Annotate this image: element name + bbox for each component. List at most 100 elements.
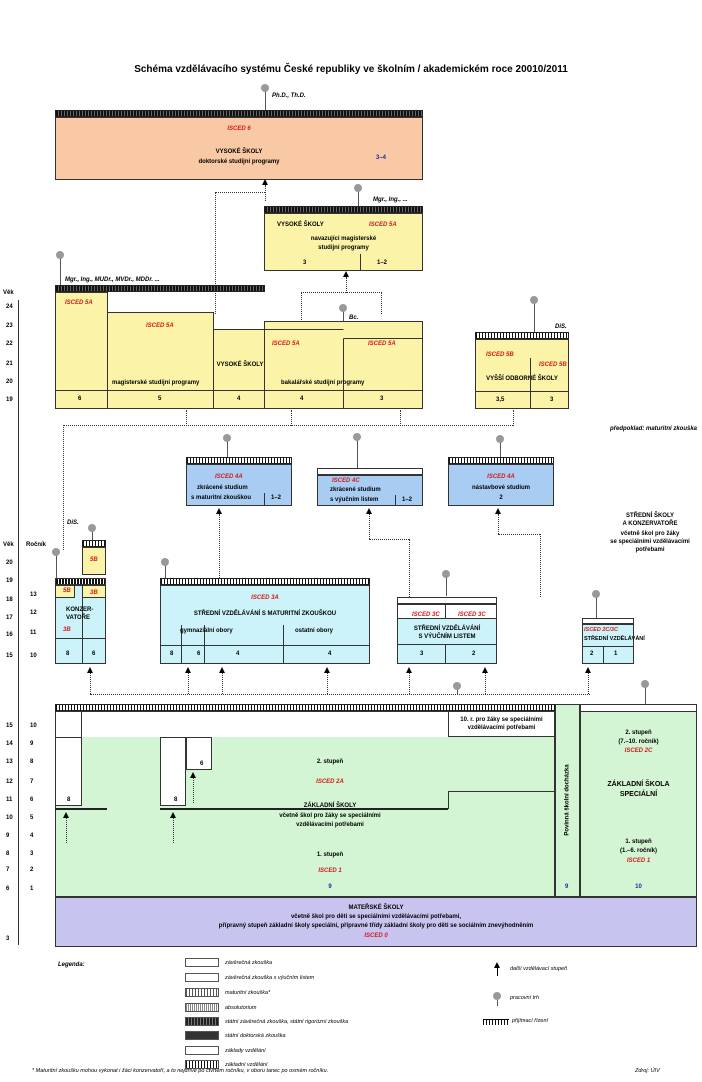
sp-isced1: ISCED 1 xyxy=(626,858,651,864)
zk-vl-isced: ISCED 4C xyxy=(332,478,360,484)
labour-market-pin xyxy=(500,439,501,457)
connector xyxy=(90,694,590,695)
konz-5b-a: 5B xyxy=(90,557,98,563)
maturitni-exam-bar xyxy=(160,578,370,585)
legend-swatch xyxy=(185,1003,219,1012)
connector xyxy=(381,292,382,314)
zkracene-vl-box: ISCED 4C zkrácené studium s výučním list… xyxy=(317,475,423,506)
ms-isced: ISCED 0 xyxy=(364,933,388,939)
nav-degree: Mgr., Ing., ... xyxy=(373,197,408,203)
zs-name: ZÁKLADNÍ ŠKOLY xyxy=(303,803,357,809)
uni-degree: Mgr., Ing., MUDr., MVDr., MDDr. ... xyxy=(65,277,160,283)
connector xyxy=(400,410,401,426)
age-tick: 3 xyxy=(6,936,10,942)
age-tick: 8 xyxy=(6,851,10,857)
axis-vek-mid: Věk xyxy=(3,542,14,548)
vos-box: ISCED 5B ISCED 5B VYŠŠÍ ODBORNÉ ŠKOLY 3,… xyxy=(475,339,569,409)
labour-market-icon xyxy=(223,434,231,442)
grade-tick: 7 xyxy=(30,779,34,785)
sp-name1: ZÁKLADNÍ ŠKOLA xyxy=(607,781,670,788)
source: Zdroj: ÚIV xyxy=(635,1068,660,1074)
doctoral-years: 3–4 xyxy=(376,155,387,161)
age-tick: 12 xyxy=(6,779,13,785)
labour-market-icon xyxy=(161,558,169,566)
age-tick: 6 xyxy=(6,886,10,892)
legend-swatch xyxy=(185,958,219,967)
labour-market-icon xyxy=(52,548,60,556)
labour-market-icon xyxy=(496,435,504,443)
zk-vl-line1: zkrácené studium xyxy=(330,487,381,493)
arrow-up-icon xyxy=(324,667,330,673)
labour-market-pin xyxy=(56,552,57,578)
age-tick: 19 xyxy=(6,578,13,584)
nav-years-1: 3 xyxy=(303,260,307,266)
exam-bar xyxy=(186,457,292,464)
legend-right-3: přijímací řízení xyxy=(512,1018,549,1024)
uni-year: 3 xyxy=(380,396,384,402)
zs-y9: 9 xyxy=(328,884,332,890)
connector xyxy=(485,673,486,694)
zs-desaty2: vzdělávacími potřebami xyxy=(467,725,536,731)
age-tick: 11 xyxy=(6,797,13,803)
connector xyxy=(188,673,189,694)
zs-y8a: 8 xyxy=(67,797,71,803)
zk-vl-years: 1–2 xyxy=(402,497,413,503)
vos-name: VYŠŠÍ ODBORNÉ ŠKOLY xyxy=(486,376,558,382)
arrow-up-icon xyxy=(366,508,372,514)
legend-swatch xyxy=(185,1046,219,1055)
connector xyxy=(498,514,499,534)
maturitni-year: 8 xyxy=(170,651,174,657)
nastav-isced: ISCED 4A xyxy=(487,474,515,480)
vyucni-box xyxy=(397,604,497,664)
uni-year: 4 xyxy=(237,396,241,402)
vos-isced-a: ISCED 5B xyxy=(486,352,514,358)
uni-isced-d: ISCED 5A xyxy=(368,341,396,347)
konz-years-1: 8 xyxy=(66,651,70,657)
ss-heading-line: se speciálními vzdělávacími xyxy=(610,539,690,545)
labour-market-pin xyxy=(165,562,166,578)
doctoral-degree: Ph.D., Th.D. xyxy=(272,93,306,99)
grade-tick: 1 xyxy=(30,886,34,892)
arrow-stem xyxy=(497,968,498,976)
doctoral-isced: ISCED 6 xyxy=(227,126,251,132)
connector xyxy=(301,292,302,322)
nastav-line1: nástavbové studium xyxy=(471,485,530,491)
divider xyxy=(81,711,82,806)
labour-market-pin-uni xyxy=(60,255,61,285)
uni-year: 5 xyxy=(158,396,162,402)
legend-swatch xyxy=(185,1031,219,1040)
maturitni-year: 6 xyxy=(197,651,201,657)
vos-years-1: 3,5 xyxy=(496,397,505,403)
labour-market-icon xyxy=(354,184,362,192)
zs-eight-year-b: 8 xyxy=(160,737,186,806)
age-tick: 13 xyxy=(6,759,13,765)
grade-tick: 11 xyxy=(30,630,37,636)
legend-label: závěrečná zkouška xyxy=(225,960,273,966)
sp-rocnik2: (7.–10. ročník) xyxy=(618,739,659,745)
uni-isced-c: ISCED 5A xyxy=(272,341,300,347)
legend-label: maturitní zkouška* xyxy=(225,990,271,996)
divider xyxy=(160,808,448,810)
connector xyxy=(219,514,220,578)
connector xyxy=(90,673,91,694)
labour-market-pin-bc xyxy=(343,308,344,322)
povinna-box xyxy=(555,704,580,897)
doctoral-box: ISCED 6 VYSOKÉ ŠKOLY doktorské studijní … xyxy=(55,117,423,180)
divider xyxy=(476,391,568,392)
arrow-up-icon xyxy=(216,508,222,514)
connector xyxy=(63,425,64,550)
connector xyxy=(498,534,540,535)
sp-rocnik1: (1.–6. ročník) xyxy=(619,848,657,854)
age-axis xyxy=(18,300,19,945)
age-tick: 15 xyxy=(6,653,13,659)
connector xyxy=(327,673,328,694)
vyucni-exam-bar xyxy=(397,597,497,604)
nav-line2: studijní programy xyxy=(318,245,369,251)
legend-label: základy vzdělání xyxy=(225,1048,266,1054)
maturitni-year: 4 xyxy=(236,651,240,657)
labour-market-pin-vos xyxy=(534,300,535,332)
grade-tick: 12 xyxy=(30,610,37,616)
konz-3b-b: 3B xyxy=(63,627,71,633)
age-tick: 23 xyxy=(6,323,13,329)
maturitni-box xyxy=(160,585,370,664)
